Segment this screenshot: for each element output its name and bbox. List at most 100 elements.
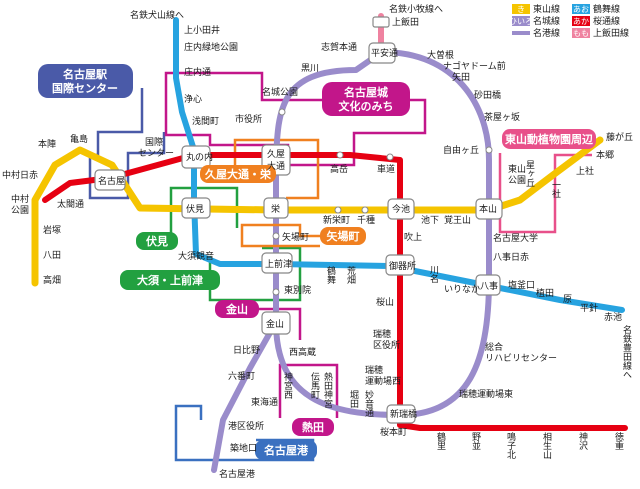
- atsuta-outline: [278, 363, 339, 418]
- nagoya-intl-label-box: [38, 64, 133, 98]
- station-kamejima: 亀島: [70, 133, 88, 145]
- station-iwatsuka: 岩塚: [43, 224, 61, 236]
- station-nonami: 野並: [470, 432, 481, 450]
- station-higashiyama-koen-1: 東山: [508, 163, 526, 175]
- legend-badge: [572, 28, 590, 38]
- station-sakae: 栄: [271, 203, 280, 215]
- station-shonai-dori: 庄内通: [184, 66, 211, 78]
- meitetsu-inuyama-label: 名鉄犬山線へ: [130, 9, 184, 21]
- station-mizuho-kuyakusho-1: 瑞穂: [373, 328, 391, 340]
- nagoyajo-label-box: [322, 82, 410, 116]
- legend: き東山線あお鶴舞線ひいろ名城線あか桜通線名港線もも上飯田線: [509, 3, 629, 39]
- kamiiida-xbox: [372, 16, 390, 28]
- station-yagoto-nisseki: 八事日赤: [493, 251, 529, 263]
- station-sogo-reha-1: 総合: [485, 341, 503, 353]
- station-marunouchi: 丸の内: [186, 151, 213, 163]
- station-narumiko: 鳴子北: [505, 431, 516, 460]
- nagoya-intl-label-1: 名古屋駅: [63, 67, 107, 81]
- station-nakamura-koen-1: 中村: [11, 193, 29, 205]
- kanayama-outline: [248, 307, 302, 340]
- dot-chikusa: [361, 206, 369, 214]
- station-kakuozan: 覚王山: [444, 214, 471, 226]
- station-takaoka: 高岳: [330, 163, 348, 175]
- station-fushimi: 伏見: [186, 203, 204, 215]
- station-tsurumai: 鶴舞: [325, 265, 336, 285]
- station-joshin: 浄心: [184, 93, 202, 105]
- station-nishi-takakura: 西高蔵: [289, 346, 316, 358]
- station-kanayama: 金山: [266, 318, 284, 330]
- station-hatta: 八田: [43, 250, 61, 261]
- station-imaike: 今池: [392, 203, 410, 215]
- station-tsukiji-guchi: 築地口: [230, 442, 257, 454]
- station-shiga-hondori: 志賀本通: [321, 41, 357, 53]
- yabacho-outline: [240, 223, 320, 248]
- higashiyama-label: 東山動植物園周辺: [505, 132, 593, 146]
- station-shinsakae-machi: 新栄町: [323, 214, 350, 226]
- station-chikusa: 千種: [357, 215, 375, 226]
- station-akaike: 赤池: [604, 311, 622, 323]
- nagoya-xbox: [94, 169, 126, 191]
- meiko-line: [211, 319, 279, 473]
- station-sakuramoto-cho: 桜本町: [380, 426, 407, 438]
- atsuta-label: 熱田: [302, 420, 324, 434]
- station-higashi-betsuin: 東別院: [284, 284, 311, 296]
- imaike-xbox: [387, 198, 415, 220]
- station-yagoto: 八事: [480, 280, 498, 292]
- kanayama-label: 金山: [225, 302, 248, 316]
- meitetsu-komaki-label: 名鉄小牧線へ: [389, 3, 443, 15]
- marunouchi-xbox: [181, 145, 211, 169]
- station-kami-otai: 上小田井: [184, 24, 220, 36]
- station-tsurusato: 鶴里: [435, 431, 446, 450]
- meitetsu-toyotashi-label: 名鉄豊田線へ: [621, 324, 632, 379]
- station-chayagasaka: 茶屋ヶ坂: [484, 111, 520, 123]
- station-nagoya: 名古屋: [98, 175, 125, 187]
- heian-dori-xbox: [368, 42, 396, 64]
- dot-kurumamichi: [386, 153, 394, 161]
- hisaya-sakae-label-box: [200, 165, 276, 183]
- station-honjin: 本陣: [38, 138, 56, 150]
- direction-labels: 名鉄犬山線へ 名鉄小牧線へ 名鉄豊田線へ: [130, 3, 632, 379]
- station-shonai-ryokuchi: 庄内緑地公園: [184, 41, 238, 53]
- station-horita: 堀田: [348, 390, 359, 409]
- aratamabashi-xbox: [386, 404, 416, 424]
- station-ueda: 植田: [536, 287, 554, 299]
- station-sakurayama: 桜山: [376, 296, 394, 308]
- legend-badge-text: あお: [573, 5, 589, 14]
- sakuradori-line: [42, 152, 628, 431]
- legend-line-name: 名港線: [533, 27, 560, 39]
- legend-badge: [572, 4, 590, 14]
- gokiso-xbox: [385, 254, 415, 276]
- legend-item: 名港線: [512, 27, 560, 39]
- station-aratamabashi: 新瑞橋: [390, 408, 417, 420]
- station-jiyugaoka: 自由ヶ丘: [443, 144, 479, 156]
- station-taiko-dori: 太閤通: [57, 198, 84, 210]
- station-rokubancho: 六番町: [228, 370, 255, 382]
- station-heian-dori: 平安通: [371, 47, 398, 59]
- station-kamiyashiro: 上社: [576, 165, 594, 177]
- nagoya-intl-label-2: 国際センター: [52, 81, 118, 95]
- station-yabacho: 矢場町: [282, 231, 309, 243]
- station-gokiso: 御器所: [389, 260, 416, 272]
- yabacho-label: 矢場町: [327, 229, 360, 243]
- station-nagoya-dome-1: ナゴヤドーム前: [443, 60, 506, 72]
- station-takabata: 高畑: [43, 274, 61, 286]
- area-labels: 名古屋駅 国際センター 名古屋城 文化のみち 久屋大通・栄 東山動植物園周辺 伏…: [38, 64, 596, 460]
- legend-badge: [572, 16, 590, 26]
- dot-yabacho: [272, 232, 280, 240]
- station-nakamura-koen-2: 公園: [11, 205, 29, 216]
- station-motoyama: 本山: [479, 203, 497, 215]
- station-fujigaoka: 藤が丘: [606, 131, 633, 143]
- station-kokusai-2: センター: [138, 148, 174, 159]
- dot-takaoka: [336, 151, 344, 159]
- legend-line-name: 桜通線: [593, 15, 620, 27]
- station-meijo-koen: 名城公園: [262, 86, 298, 98]
- dot-shiyakusho: [278, 108, 286, 116]
- legend-badge-text: ひいろ: [509, 17, 533, 26]
- station-mizuho-undojo-nishi-2: 運動場西: [365, 375, 401, 387]
- station-osu-kannon: 大須観音: [178, 250, 214, 262]
- legend-item: あお鶴舞線: [572, 3, 620, 15]
- nagoyajo-label-1: 名古屋城: [344, 85, 388, 99]
- station-sunadabashi: 砂田橋: [474, 89, 501, 101]
- nagoyajo-outline: [164, 71, 427, 167]
- station-shiyakusho: 市役所: [235, 113, 262, 125]
